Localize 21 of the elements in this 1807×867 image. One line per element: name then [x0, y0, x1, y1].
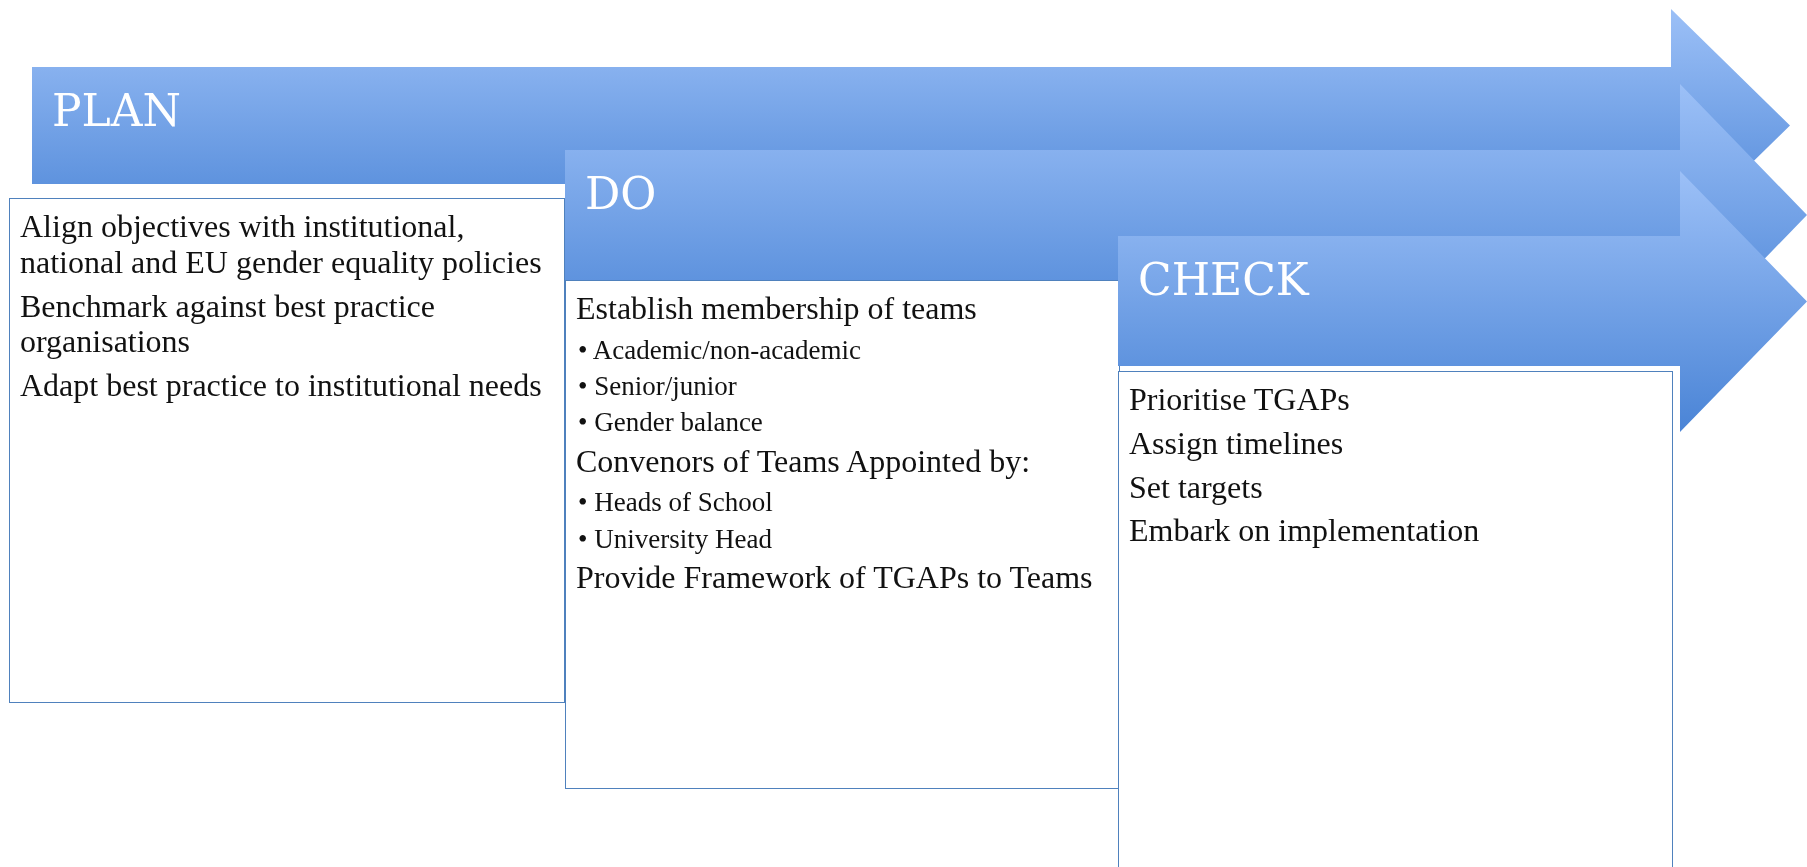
bullet-item: • Senior/junior [578, 371, 738, 402]
text-panel [565, 280, 1120, 789]
step-text: Assign timelines [1129, 425, 1345, 462]
stage-label: CHECK [1138, 254, 1309, 305]
stage-label: PLAN [52, 85, 182, 136]
step-text: Provide Framework of TGAPs to Teams [576, 559, 1094, 596]
bullet-item: • Academic/non-academic [578, 334, 863, 366]
step-text: Prioritise TGAPs [1129, 382, 1351, 418]
step-text: Convenors of Teams Appointed by: [576, 443, 1031, 480]
step-text: Adapt best practice to institutional needs [20, 368, 543, 405]
step-text: Set targets [1129, 469, 1264, 506]
step-text: Embark on implementation [1129, 513, 1481, 550]
bullet-item: • Heads of School [578, 487, 774, 518]
text-panel [1118, 371, 1673, 867]
bullet-item: • Gender balance [578, 407, 764, 438]
text-panel [9, 198, 565, 703]
bullet-item: • University Head [578, 523, 773, 554]
stage-label: DO [585, 168, 657, 219]
step-text: Benchmark against best practice organisations [20, 288, 436, 361]
step-text: Align objectives with institutional, national and EU gender equality policies [20, 209, 543, 281]
step-text: Establish membership of teams [576, 291, 978, 327]
